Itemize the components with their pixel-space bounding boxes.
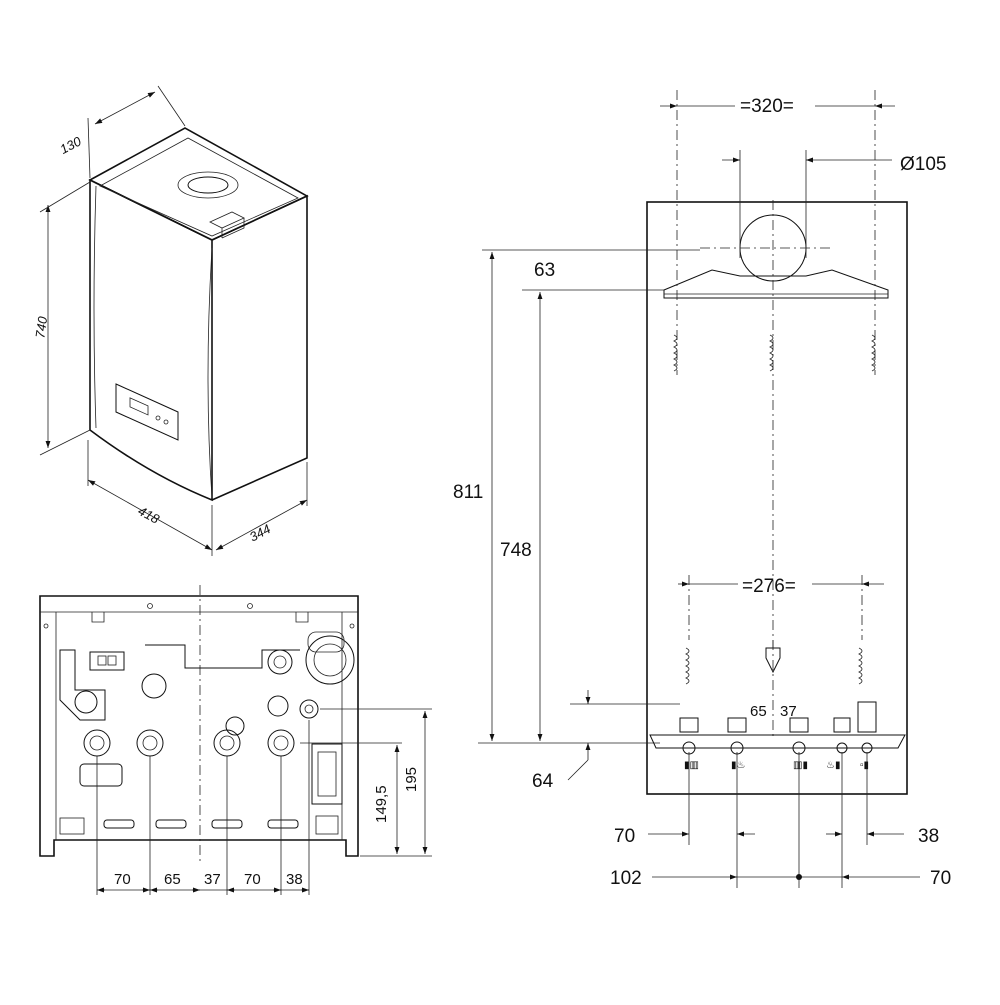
pump xyxy=(305,635,355,685)
isometric-view: 130 740 418 344 xyxy=(32,85,309,556)
bottom-x-dim-5: 38 xyxy=(286,871,303,888)
bottom-left-dim-a: 70 xyxy=(614,826,635,847)
bottom-y-dim-b: 195 xyxy=(403,767,420,792)
mid-dim-a: 65 xyxy=(750,703,767,720)
side-depth-label: 344 xyxy=(247,521,273,544)
control-panel xyxy=(115,383,179,441)
height-label: 740 xyxy=(32,315,50,339)
bracket-spacing-label: =320= xyxy=(740,96,794,117)
bottom-x-dim-1: 70 xyxy=(114,871,131,888)
front-view: =320= Ø105 63 811 748 =276= xyxy=(453,90,951,889)
bottom-right-dim-b: 70 xyxy=(930,868,951,889)
mid-dim-b: 37 xyxy=(780,703,797,720)
connection-fittings: ▮▥ ▮♨ ▥▮ ♨▮ ▫▮ xyxy=(679,701,877,771)
width-label: 418 xyxy=(136,503,163,527)
bottom-offset-label: 64 xyxy=(532,771,554,792)
boiler-outline xyxy=(646,201,908,795)
depth-label: 130 xyxy=(57,133,84,157)
mounting-bracket xyxy=(663,269,889,299)
svg-text:▥▮: ▥▮ xyxy=(793,760,808,771)
bracket-height-label: 748 xyxy=(500,540,532,561)
bottom-x-dim-2: 65 xyxy=(164,871,181,888)
bottom-view: 70 65 37 70 38 149,5 195 xyxy=(39,585,432,895)
total-height-label: 811 xyxy=(453,482,483,503)
flue-diameter-label: Ø105 xyxy=(900,154,946,175)
bottom-connections xyxy=(83,699,319,757)
boiler-top-face xyxy=(88,127,309,241)
bottom-x-dim-4: 70 xyxy=(244,871,261,888)
bottom-left-dim-b: 102 xyxy=(610,868,642,889)
bottom-view-outline xyxy=(39,595,359,857)
bottom-right-dim-a: 38 xyxy=(918,826,939,847)
safety-valve xyxy=(765,647,781,674)
bottom-x-dim-3: 37 xyxy=(204,871,221,888)
svg-text:♨▮: ♨▮ xyxy=(826,760,840,771)
bottom-y-dim-a: 149,5 xyxy=(373,785,390,823)
boiler-side-face xyxy=(211,194,308,501)
top-to-flue-label: 63 xyxy=(534,260,555,281)
flue-collar xyxy=(177,171,239,199)
svg-text:▫▮: ▫▮ xyxy=(860,760,869,771)
lower-spacing-label: =276= xyxy=(742,576,796,597)
svg-text:▮♨: ▮♨ xyxy=(731,760,745,771)
svg-text:▮▥: ▮▥ xyxy=(684,760,699,771)
